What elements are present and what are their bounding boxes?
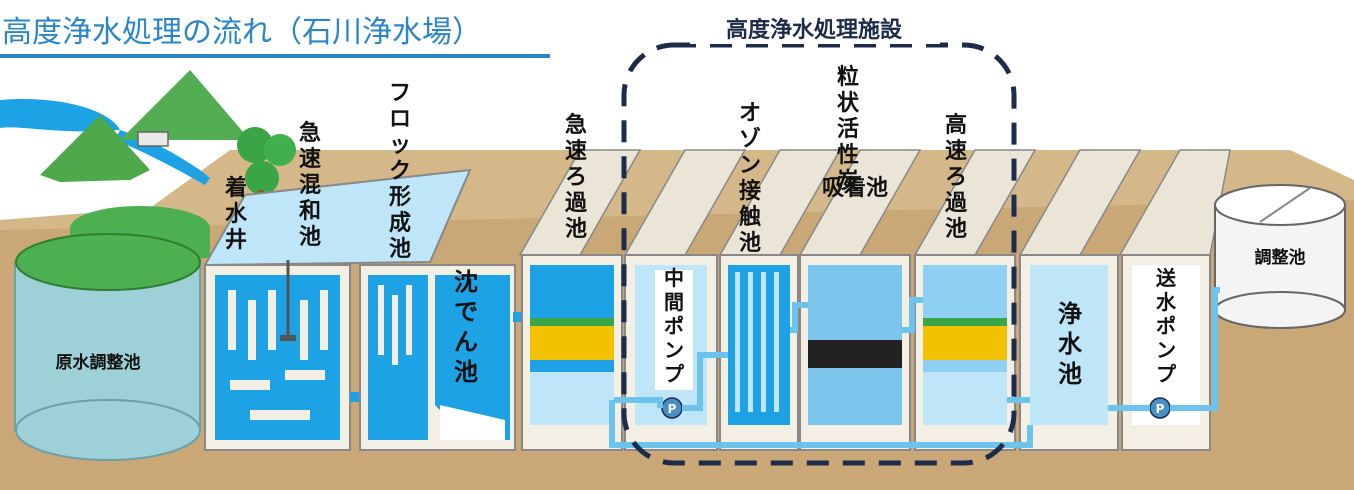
ozone-baffles	[735, 272, 779, 412]
label-sedimentation: 沈でん池	[454, 268, 478, 386]
pipe-pump-to-regulating	[1170, 287, 1220, 411]
pipe-filter-to-pump	[614, 397, 663, 408]
mixing-baffles	[228, 290, 328, 420]
distribution-pump-panel	[1132, 265, 1200, 425]
intermediate-pump-panel	[655, 270, 693, 390]
label-rapid-filter: 急速ろ過池	[565, 112, 588, 242]
label-intermediate-pump: 中間ポンプ	[664, 266, 685, 386]
pipe-gac-to-filter	[902, 297, 923, 333]
mountain-right	[120, 70, 250, 140]
mixer-paddle	[280, 335, 296, 341]
river	[0, 99, 120, 132]
pipes	[609, 287, 1220, 448]
advanced-treatment-boundary	[621, 42, 1017, 466]
label-high-speed-filter: 高速ろ過池	[945, 112, 968, 242]
tree-icon	[237, 127, 273, 163]
pipe-pump-to-ozone	[682, 352, 728, 411]
rapid-filter-sand	[530, 318, 614, 326]
pipe-bypass	[609, 400, 1033, 448]
reservoir-top	[15, 233, 201, 291]
raw-water-reservoir	[14, 206, 210, 461]
advanced-title-bg	[690, 14, 940, 44]
rapid-filter-underdrain	[530, 372, 614, 425]
label-ozone-contact: オゾン接触池	[739, 101, 761, 256]
label-clear-well: 浄水池	[1058, 300, 1083, 388]
tree-icon	[264, 134, 296, 166]
basin-top-surface	[203, 168, 472, 267]
label-regulating-reservoir: 調整池	[1255, 247, 1306, 268]
regulating-reservoir-divider	[1259, 187, 1311, 223]
tree-icon	[245, 161, 279, 195]
clear-well-water	[1030, 265, 1108, 425]
regulating-reservoir-top	[1214, 184, 1346, 226]
reservoir-bottom	[15, 399, 201, 461]
highspeed-filter-underdrain	[923, 372, 1007, 425]
label-gac-line2: 吸着池	[822, 175, 888, 201]
regulating-reservoir-bottom	[1214, 291, 1346, 329]
rapid-filter-gravel	[530, 326, 614, 360]
label-gac-line1: 粒状活性炭	[837, 64, 860, 194]
label-rapid-mixing: 急速混和池	[299, 120, 321, 250]
mountain-left	[40, 115, 150, 182]
diagram-title: 高度浄水処理の流れ（石川浄水場）	[2, 15, 482, 50]
pump-symbol: P	[668, 402, 677, 416]
highspeed-filter-sand	[923, 318, 1007, 326]
label-raw-reservoir: 原水調整池	[56, 352, 141, 373]
floc-baffles	[378, 285, 412, 365]
sedimentation-water	[435, 275, 510, 440]
gac-carbon-bed	[808, 340, 902, 368]
label-distribution-pump: 送水ポンプ	[1156, 266, 1177, 386]
label-flocculation: フロック形成池	[389, 81, 411, 262]
pump-symbol: P	[1156, 402, 1165, 416]
pipe-ozone-to-gac	[790, 302, 808, 333]
advanced-section-title: 高度浄水処理施設	[726, 17, 903, 43]
highspeed-filter-gravel	[923, 326, 1007, 360]
intake-weir	[137, 131, 169, 147]
label-receiving-well: 着水井	[224, 175, 248, 253]
sediment	[440, 405, 505, 440]
